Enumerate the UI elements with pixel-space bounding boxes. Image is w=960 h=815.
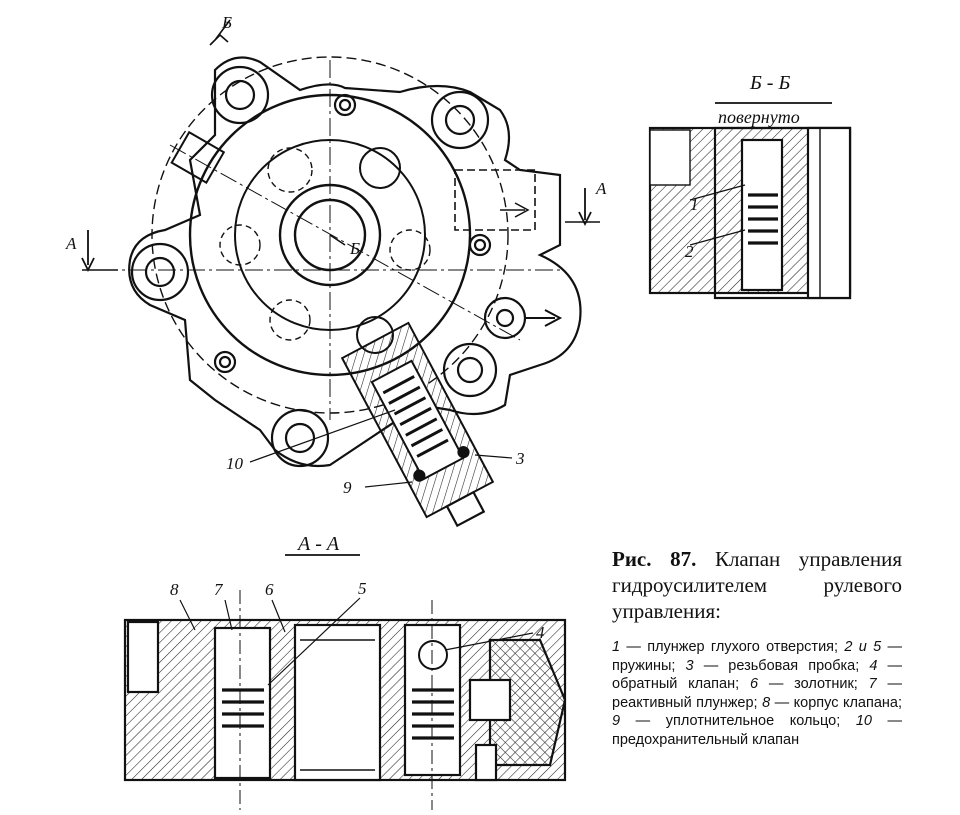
- callout-5: 5: [358, 579, 367, 598]
- callout-4: 4: [536, 623, 545, 642]
- legend-item: 3 — резьбовая пробка;: [685, 657, 860, 674]
- callout-6: 6: [265, 580, 274, 599]
- callout-8: 8: [170, 580, 179, 599]
- section-aa-title: А - А: [298, 533, 340, 555]
- legend-item: 7 — реактивный плунжер;: [612, 676, 902, 711]
- callout-3: 3: [516, 449, 525, 468]
- figure-number: Рис. 87.: [612, 547, 697, 571]
- callout-7: 7: [214, 580, 223, 599]
- callout-10: 10: [226, 454, 243, 473]
- main-plan-view: [81, 19, 600, 528]
- legend-item: 2 и 5 — пружины;: [612, 639, 903, 674]
- legend-item: 6 — золотник;: [749, 676, 858, 692]
- figure-caption: Рис. 87. Клапан управления гидроусилител…: [612, 546, 902, 749]
- mark-a-left: А: [66, 234, 77, 253]
- section-bb-subtitle: повернуто: [718, 107, 800, 127]
- callout-2: 2: [685, 242, 694, 261]
- figure-legend: 1 — плунжер глухого отверстия; 2 и 5 — п…: [612, 638, 902, 749]
- section-bb-view: [648, 102, 852, 300]
- legend-item: 8 — корпус клапана;: [762, 694, 903, 711]
- caption-heading: Рис. 87. Клапан управления гидроусилител…: [612, 546, 902, 624]
- legend-item: 9 — уплотнительное кольцо;: [612, 713, 841, 729]
- figure-title: Клапан управления гидроусилителем рулево…: [612, 547, 902, 623]
- section-bb-title: Б - Б: [750, 72, 791, 94]
- legend-item: 4 — обратный клапан;: [612, 657, 903, 693]
- section-aa-view: [123, 554, 567, 810]
- mark-b-top: Б: [222, 13, 233, 32]
- legend-item: 10 — предохранительный клапан: [612, 713, 903, 748]
- mark-b-center: Б: [350, 239, 361, 258]
- mark-a-right: А: [596, 179, 607, 198]
- callout-1: 1: [690, 195, 699, 214]
- legend-item: 1 — плунжер глухого отверстия;: [612, 639, 839, 655]
- callout-9: 9: [343, 478, 352, 497]
